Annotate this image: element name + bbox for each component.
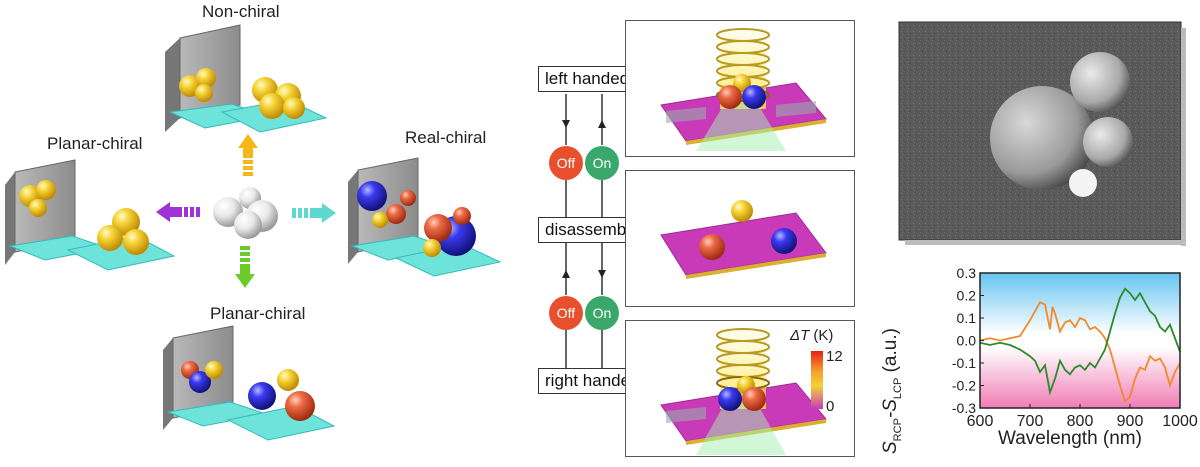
on-state-bottom: On bbox=[585, 296, 619, 330]
colorbar-min: 0 bbox=[826, 398, 835, 415]
y-tick-label: 0.3 bbox=[957, 265, 977, 281]
y-tick-label: 0.1 bbox=[957, 310, 977, 326]
x-tick-label: 600 bbox=[967, 413, 994, 430]
non-chiral-label: Non-chiral bbox=[202, 2, 280, 21]
non-chiral-group bbox=[165, 24, 328, 133]
plot-background bbox=[980, 273, 1180, 408]
sem-image bbox=[898, 21, 1182, 241]
panel-left-handed bbox=[625, 20, 855, 157]
series-line-0 bbox=[979, 301, 1181, 403]
real-chiral-group bbox=[348, 157, 502, 277]
y-tick-label: 0.2 bbox=[957, 288, 977, 304]
arrow-down bbox=[235, 246, 255, 288]
arrow-up bbox=[238, 134, 258, 176]
x-tick-label: 1000 bbox=[1162, 413, 1198, 430]
real-chiral-label: Real-chiral bbox=[405, 128, 487, 147]
off-state-bottom: Off bbox=[549, 296, 583, 330]
on-state-top: On bbox=[585, 146, 619, 180]
planar-chiral-bottom-label: Planar-chiral bbox=[210, 304, 306, 323]
planar-chiral-left-group bbox=[5, 159, 176, 271]
arrow-left bbox=[156, 202, 200, 222]
planar-chiral-bottom-group bbox=[163, 325, 336, 441]
planar-chiral-left-label: Planar-chiral bbox=[47, 134, 143, 153]
chirality-diagram bbox=[5, 24, 502, 441]
plot-frame bbox=[979, 272, 1181, 409]
colorbar bbox=[811, 351, 823, 409]
y-tick-label: 0.0 bbox=[957, 333, 977, 349]
arrow-right bbox=[292, 203, 336, 223]
y-tick-label: -0.1 bbox=[952, 355, 976, 371]
off-state-top: Off bbox=[549, 146, 583, 180]
left-handed-label: left handed bbox=[538, 66, 637, 92]
y-tick-label: -0.2 bbox=[952, 378, 976, 394]
panel-right-handed bbox=[625, 320, 855, 457]
y-tick-label: -0.3 bbox=[952, 400, 976, 416]
panel-disassembly bbox=[625, 170, 855, 307]
colorbar-max: 12 bbox=[826, 348, 843, 365]
center-trimer bbox=[213, 187, 278, 239]
x-axis-label: Wavelength (nm) bbox=[998, 428, 1142, 449]
colorbar-title: ΔT (K) bbox=[790, 327, 834, 344]
y-axis-label: SRCP-SLCP (a.u.) bbox=[880, 328, 904, 454]
series-line-1 bbox=[979, 287, 1181, 396]
